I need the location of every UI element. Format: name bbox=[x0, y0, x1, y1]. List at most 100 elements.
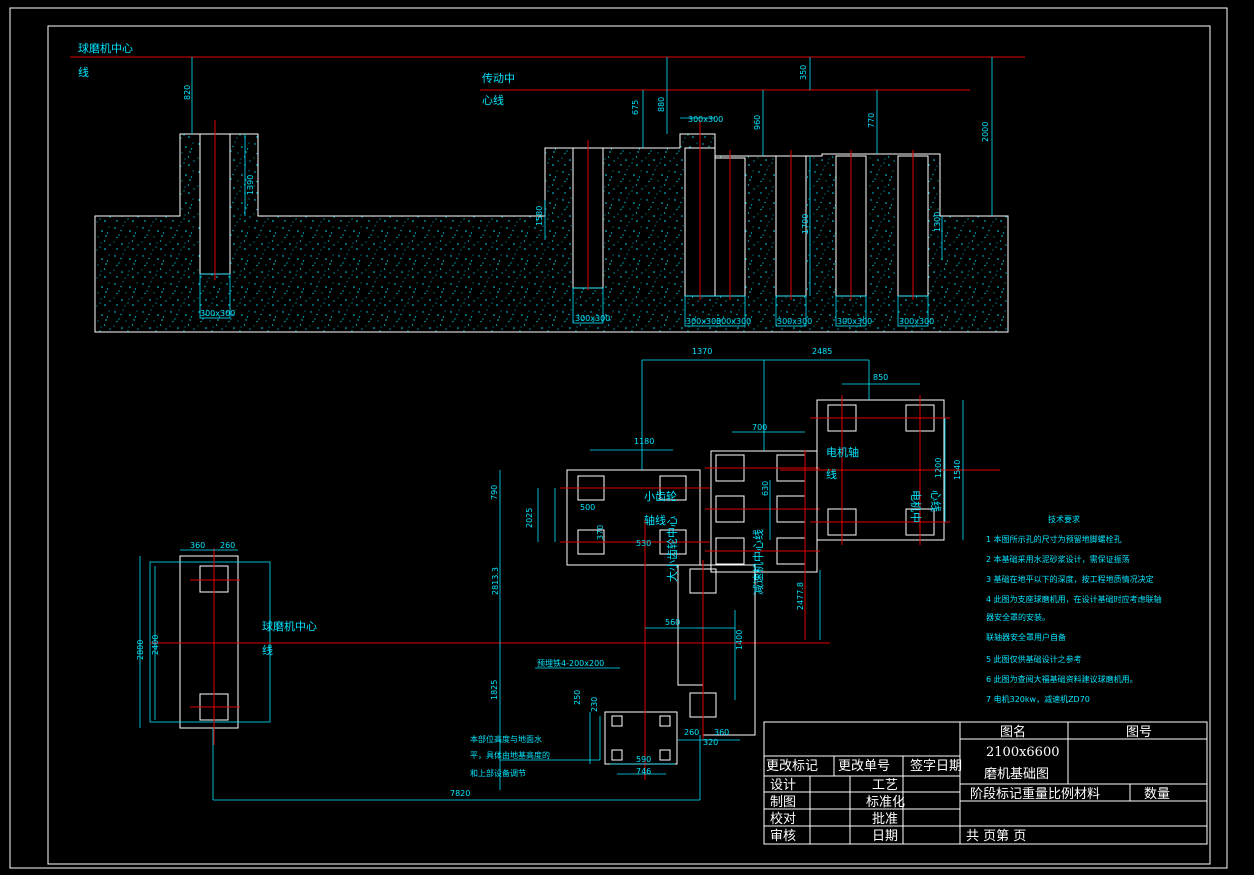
tb-standard: 标准化 bbox=[866, 795, 905, 810]
dim-260a: 260 bbox=[220, 541, 235, 550]
tb-review: 审核 bbox=[770, 829, 796, 844]
tb-sheet: 共 页第 页 bbox=[966, 829, 1026, 844]
dim-360b: 360 bbox=[714, 728, 729, 737]
dim-1540: 1540 bbox=[953, 460, 962, 480]
dim-1700: 1700 bbox=[801, 214, 810, 234]
tech-item-6: 联轴器安全罩用户自备 bbox=[986, 632, 1066, 642]
note-line-a: 本部位高度与地面水 bbox=[470, 734, 542, 744]
dim-790: 790 bbox=[490, 485, 499, 500]
hole-size-5: 300x300 bbox=[777, 317, 812, 326]
dim-2813: 2813.3 bbox=[491, 567, 500, 595]
dim-530: 530 bbox=[636, 539, 651, 548]
tech-item-8: 6 此图为查阅大福基础资料建议球磨机用。 bbox=[986, 674, 1138, 684]
large-gear-label: 大小齿轮中心 bbox=[665, 516, 679, 582]
dim-700: 700 bbox=[752, 423, 767, 432]
outer-frame bbox=[9, 7, 1228, 869]
tech-item-3: 3 基础在地平以下的深度，按工程地质情况决定 bbox=[986, 574, 1154, 584]
tech-item-5: 器安全罩的安装。 bbox=[986, 612, 1050, 622]
elevation-view: 球磨机中心 线 传动中 心线 820 1390 675 880 300x300 … bbox=[70, 41, 1025, 333]
plan-mill-center-label-a: 球磨机中心 bbox=[262, 619, 317, 633]
hole-size-2: 300x300 bbox=[575, 314, 610, 323]
tech-item-9: 7 电机320kw，减速机ZD70 bbox=[986, 694, 1090, 704]
small-gear-label-a: 小齿轮 bbox=[644, 489, 677, 503]
dim-746: 746 bbox=[636, 767, 651, 776]
dim-1580: 1580 bbox=[535, 206, 544, 226]
motor-axis-label-a: 电机轴 bbox=[826, 445, 859, 459]
tb-size: 2100x6600 bbox=[986, 745, 1060, 760]
dim-260b: 260 bbox=[684, 728, 699, 737]
tb-number-header: 图号 bbox=[1126, 725, 1152, 740]
technical-requirements: 技术要求 1 本图所示孔的尺寸为预留地脚螺栓孔 2 本基础采用水泥砂浆设计，需保… bbox=[986, 514, 1162, 704]
hole-size-6: 300x300 bbox=[837, 317, 872, 326]
dim-2477: 2477.8 bbox=[796, 582, 805, 610]
transmission-label-b: 心线 bbox=[482, 93, 504, 107]
reducer-center-label: 减速机中心线 bbox=[751, 529, 765, 595]
dim-1825: 1825 bbox=[490, 680, 499, 700]
dim-2000: 2000 bbox=[981, 122, 990, 142]
mill-center-label-b: 线 bbox=[78, 65, 89, 79]
note-line-c: 和上部设备调节 bbox=[470, 768, 526, 778]
tb-process: 工艺 bbox=[872, 778, 898, 793]
left-bearing-pad bbox=[179, 555, 239, 729]
tb-drafting: 制图 bbox=[770, 795, 796, 810]
plan-view: 电机轴 线 小齿轮 轴线 大小齿轮中心 减速机中心线 电机中 心线 球磨机中心 … bbox=[136, 347, 1000, 801]
dim-560: 560 bbox=[665, 618, 680, 627]
inner-frame bbox=[47, 25, 1211, 865]
title-block: 图名 图号 2100x6600 磨机基础图 更改标记 更改单号 签字日期 阶段标… bbox=[763, 721, 1208, 845]
tech-item-4: 4 此图为支座球磨机用，在设计基础时应考虑联轴 bbox=[986, 594, 1162, 604]
dim-2800: 2800 bbox=[136, 640, 145, 660]
tech-title: 技术要求 bbox=[1048, 514, 1080, 524]
tb-check: 校对 bbox=[770, 811, 796, 827]
hole-size-3: 300x300 bbox=[686, 317, 721, 326]
dim-880: 880 bbox=[657, 97, 666, 112]
dim-1180: 1180 bbox=[634, 437, 654, 446]
tb-design: 设计 bbox=[770, 778, 796, 793]
tb-name-header: 图名 bbox=[1000, 724, 1026, 740]
note-line-b: 平，具体由地基高度的 bbox=[470, 750, 550, 760]
dim-1390: 1390 bbox=[246, 175, 255, 195]
dim-1200: 1200 bbox=[934, 458, 943, 478]
hole-size-4: 300x300 bbox=[716, 317, 751, 326]
mill-center-label-a: 球磨机中心 bbox=[78, 41, 133, 55]
tb-quantity: 数量 bbox=[1144, 787, 1170, 802]
dim-770: 770 bbox=[867, 113, 876, 128]
dim-960: 960 bbox=[753, 115, 762, 130]
dim-7820: 7820 bbox=[450, 789, 470, 798]
tb-rev-mark: 更改标记 bbox=[766, 759, 818, 774]
dim-1300: 1300 bbox=[933, 212, 942, 232]
dim-2485: 2485 bbox=[812, 347, 832, 356]
dim-370: 370 bbox=[596, 525, 605, 540]
tb-rev-number: 更改单号 bbox=[838, 759, 890, 774]
dim-1370: 1370 bbox=[692, 347, 712, 356]
tech-item-7: 5 此图仅供基础设计之参考 bbox=[986, 654, 1082, 664]
dim-230: 230 bbox=[590, 697, 599, 712]
tech-item-2: 2 本基础采用水泥砂浆设计，需保证振荡 bbox=[986, 554, 1130, 564]
dim-590: 590 bbox=[636, 755, 651, 764]
foundation-elevation bbox=[94, 133, 1009, 333]
embed-plate-label: 预埋铁4-200x200 bbox=[537, 658, 604, 668]
dim-360a: 360 bbox=[190, 541, 205, 550]
dim-500: 500 bbox=[580, 503, 595, 512]
dim-320: 320 bbox=[703, 738, 718, 747]
dim-350: 350 bbox=[799, 65, 808, 80]
dim-2025: 2025 bbox=[525, 508, 534, 528]
plan-mill-center-label-b: 线 bbox=[262, 643, 273, 657]
dim-820: 820 bbox=[183, 85, 192, 100]
dim-2400: 2400 bbox=[151, 635, 160, 655]
hole-size-1: 300x300 bbox=[200, 309, 235, 318]
dim-850: 850 bbox=[873, 373, 888, 382]
small-gear-label-b: 轴线 bbox=[644, 513, 666, 527]
transmission-label-a: 传动中 bbox=[482, 72, 515, 85]
pinion-block bbox=[566, 469, 701, 566]
tb-date: 日期 bbox=[872, 829, 898, 844]
tech-item-1: 1 本图所示孔的尺寸为预留地脚螺栓孔 bbox=[986, 534, 1122, 544]
dim-250: 250 bbox=[573, 690, 582, 705]
tb-sign-date: 签字日期 bbox=[910, 758, 962, 774]
tb-drawing-name: 磨机基础图 bbox=[984, 767, 1049, 782]
tb-stage-row: 阶段标记重量比例材料 bbox=[970, 786, 1100, 802]
dim-1400: 1400 bbox=[735, 630, 744, 650]
hole-size-7: 300x300 bbox=[899, 317, 934, 326]
dim-630: 630 bbox=[761, 481, 770, 496]
tb-approve: 批准 bbox=[872, 812, 898, 827]
